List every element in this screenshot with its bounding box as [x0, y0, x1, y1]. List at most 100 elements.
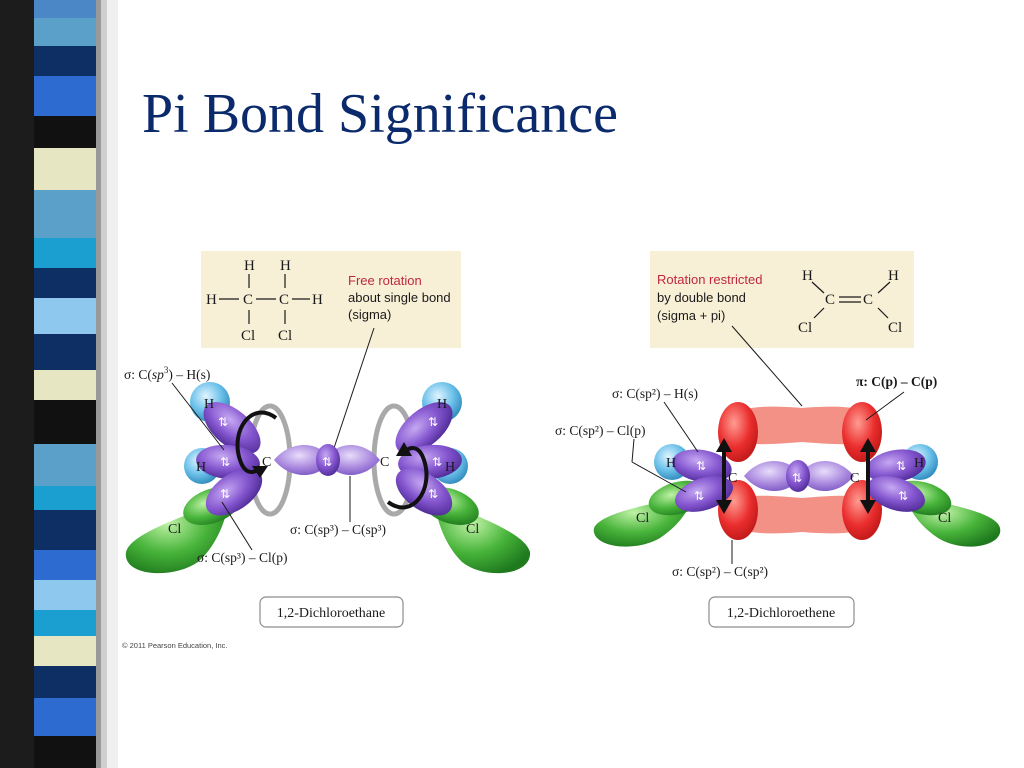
atom-h-lower-left: H	[196, 460, 206, 475]
free-rotation-line3: (sigma)	[348, 307, 391, 322]
note-pointer-line-right	[731, 325, 803, 407]
caption-box-dichloroethene	[708, 596, 855, 628]
sigma-cc-orbital-right-r	[800, 460, 854, 492]
electron-pair-r-cc: ⇅	[792, 471, 802, 485]
sp2-lobe-right-upper	[866, 449, 926, 483]
electron-pair-r-right-upper: ⇅	[896, 459, 906, 473]
free-rotation-line2: about single bond	[348, 290, 451, 305]
atom-c-left: C	[262, 455, 271, 470]
caption-dichloroethane: 1,2-Dichloroethane	[277, 606, 385, 621]
atom-c-right-r: C	[850, 471, 859, 486]
struct-c1: C	[825, 292, 835, 308]
p-orbital-right-upper	[842, 402, 882, 462]
rotation-arrowhead-right	[396, 442, 412, 456]
pointer-sigma-ch	[171, 382, 225, 451]
left-panel: H H H C C H Cl Cl Free rotation about si…	[124, 251, 531, 628]
atom-h-right-r: H	[914, 456, 924, 471]
struct-c2: C	[279, 292, 289, 308]
struct-right-h: H	[312, 292, 323, 308]
atom-c-right: C	[380, 455, 389, 470]
pointer-sigma-ch-r	[663, 401, 699, 453]
pi-bond-lower	[729, 495, 875, 534]
label-sigma-cc: σ: C(sp³) – C(sp³)	[290, 522, 386, 537]
rotation-restricted-line3: (sigma + pi)	[657, 308, 725, 323]
pointer-sigma-ccl-r	[631, 438, 635, 463]
blocked-arrowhead-left-top	[716, 438, 732, 452]
blocked-arrowhead-left-bottom	[716, 500, 732, 514]
electron-pair-left-upper: ⇅	[218, 415, 228, 429]
slide-title: Pi Bond Significance	[142, 83, 618, 145]
atom-cl-right: Cl	[466, 522, 479, 537]
atom-h-upper-left: H	[204, 397, 214, 412]
dichloroethene-structure: H H C C Cl Cl	[798, 268, 902, 336]
note-pointer-line	[329, 327, 375, 461]
blocked-arrowhead-right-bottom	[860, 500, 876, 514]
right-panel: Rotation restricted by double bond (sigm…	[555, 251, 1001, 628]
dichloroethane-structure: H H H C C H Cl Cl	[206, 258, 323, 344]
pointer-sigma-ccl-r2	[631, 461, 687, 493]
left-note-box	[201, 251, 461, 348]
pointer-pi-r	[865, 391, 905, 421]
atom-c-left-r: C	[728, 471, 737, 486]
struct-cl-right: Cl	[888, 320, 902, 336]
sigma-cc-center-r	[786, 460, 810, 492]
pi-bond-diagram: H H H C C H Cl Cl Free rotation about si…	[124, 251, 1001, 628]
struct-h-right: H	[888, 268, 899, 284]
electron-pair-right-mid: ⇅	[432, 455, 442, 469]
electron-pair-left-mid: ⇅	[220, 455, 230, 469]
free-rotation-note: Free rotation about single bond (sigma)	[348, 273, 451, 322]
rotation-restricted-title: Rotation restricted	[657, 272, 763, 287]
rotation-arrowhead-left	[252, 466, 268, 478]
sp3-lobe-left-lower	[205, 468, 263, 516]
sigma-cc-orbital-right	[326, 444, 380, 476]
electron-pair-left-lower: ⇅	[220, 487, 230, 501]
label-sigma-cc-r: σ: C(sp²) – C(sp²)	[672, 564, 768, 579]
sigma-cc-center	[316, 444, 340, 476]
caption-dichloroethene: 1,2-Dichloroethene	[727, 606, 835, 621]
label-sigma-ch-r: σ: C(sp²) – H(s)	[612, 386, 698, 401]
struct-left-h: H	[206, 292, 217, 308]
atom-h-upper-right: H	[437, 397, 447, 412]
struct-c2: C	[863, 292, 873, 308]
struct-c1: C	[243, 292, 253, 308]
electron-pair-right-upper: ⇅	[428, 415, 438, 429]
electron-pair-r-right-lower: ⇅	[898, 489, 908, 503]
electron-pair-right-lower: ⇅	[428, 487, 438, 501]
sp3-lobe-left-upper	[203, 402, 261, 454]
caption-box-dichloroethane	[259, 596, 404, 628]
electron-pair-r-left-lower: ⇅	[694, 489, 704, 503]
label-sigma-ccl-r: σ: C(sp²) – Cl(p)	[555, 423, 645, 438]
stripe-blocks	[0, 0, 118, 768]
struct-cl-left: Cl	[798, 320, 812, 336]
blocked-arrowhead-right-top	[860, 438, 876, 452]
label-sigma-ch: σ: C(sp3) – H(s)	[124, 365, 210, 382]
atom-cl-left: Cl	[168, 522, 181, 537]
struct-cl2: Cl	[278, 328, 292, 344]
atom-cl-left-r: Cl	[636, 511, 649, 526]
struct-h-left: H	[802, 268, 813, 284]
struct-top-h1: H	[244, 258, 255, 274]
right-note-box	[650, 251, 914, 348]
sigma-cc-orbital-left-r	[744, 460, 800, 492]
electron-pair-cc: ⇅	[322, 455, 332, 469]
copyright-notice: © 2011 Pearson Education, Inc.	[122, 641, 228, 650]
electron-pair-r-left-upper: ⇅	[696, 459, 706, 473]
label-sigma-ccl: σ: C(sp³) – Cl(p)	[197, 550, 287, 565]
sp2-lobe-right-lower	[867, 476, 925, 512]
decorative-stripe	[0, 0, 118, 768]
rotation-restricted-line2: by double bond	[657, 290, 746, 305]
sigma-cc-orbital-left	[274, 444, 330, 476]
free-rotation-title: Free rotation	[348, 273, 422, 288]
pointer-sigma-ccl	[221, 501, 253, 551]
pi-bond-upper	[729, 406, 875, 445]
struct-top-h2: H	[280, 258, 291, 274]
atom-h-left-r: H	[666, 456, 676, 471]
atom-cl-right-r: Cl	[938, 511, 951, 526]
rotation-restricted-note: Rotation restricted by double bond (sigm…	[657, 272, 763, 323]
label-pi-r: π: C(p) – C(p)	[856, 374, 937, 389]
atom-h-lower-right: H	[445, 460, 455, 475]
rotation-arrow-right	[386, 446, 429, 510]
rotation-arrow-left	[235, 410, 278, 474]
struct-cl1: Cl	[241, 328, 255, 344]
sp3-lobe-right-upper	[395, 402, 453, 454]
